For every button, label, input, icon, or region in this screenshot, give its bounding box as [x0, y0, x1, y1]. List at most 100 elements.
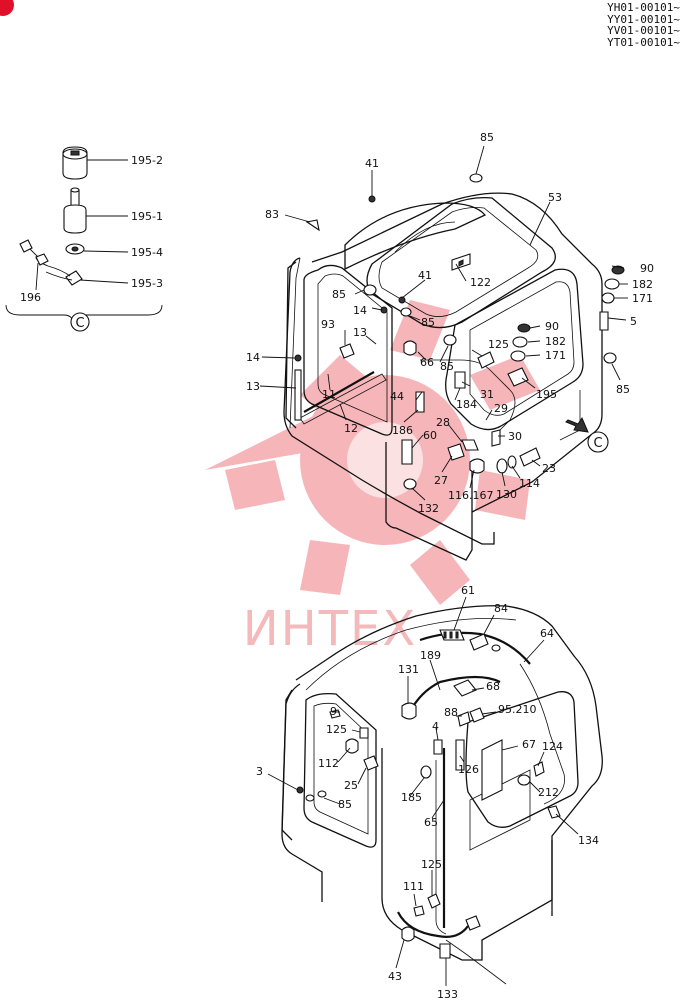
part-28 [461, 439, 479, 451]
label-196: 196 [20, 291, 41, 304]
part-83 [305, 219, 320, 232]
label-85-right: 85 [440, 360, 454, 373]
detail-c-ref-marker [587, 431, 609, 453]
part-85-lower-b [317, 790, 327, 798]
part-31 [454, 371, 466, 389]
part-4 [433, 739, 443, 755]
label-53: 53 [548, 191, 562, 204]
label-13-mid: 13 [353, 326, 367, 339]
part-85-mid [400, 307, 412, 317]
label-126: 126 [458, 763, 479, 776]
label-25: 25 [344, 779, 358, 792]
label-90: 90 [545, 320, 559, 333]
label-122: 122 [470, 276, 491, 289]
label-195-4: 195-4 [131, 246, 163, 259]
part-3 [296, 786, 304, 794]
label-41-top: 41 [365, 157, 379, 170]
part-171 [510, 350, 526, 362]
label-186: 186 [392, 424, 413, 437]
label-111: 111 [403, 880, 424, 893]
detail-c-marker [70, 312, 90, 332]
part-125-low [427, 893, 441, 909]
part-90 [517, 323, 531, 333]
corner-red-mark [0, 0, 14, 16]
part-41-top [368, 195, 376, 203]
label-124: 124 [542, 740, 563, 753]
serial-number-2: YY01-00101~ [607, 12, 680, 26]
label-64: 64 [540, 627, 554, 640]
label-95-210: 95.210 [498, 703, 537, 716]
part-60 [401, 439, 413, 465]
label-11: 11 [322, 388, 336, 401]
label-195-1: 195-1 [131, 210, 163, 223]
part-130 [496, 458, 508, 474]
label-189: 189 [420, 649, 441, 662]
part-195-1 [63, 187, 87, 234]
detail-c-letter: C [75, 316, 84, 331]
label-116-167: 116.167 [448, 489, 494, 502]
part-23 [519, 447, 541, 467]
part-182-right [604, 278, 620, 290]
label-184: 184 [456, 398, 477, 411]
label-43: 43 [388, 970, 402, 983]
part-84 [469, 633, 489, 651]
label-182-right: 182 [632, 278, 653, 291]
serial-number-1: YH01-00101~ [607, 1, 680, 14]
part-182 [512, 336, 528, 348]
label-195: 195 [536, 388, 557, 401]
label-125-low: 125 [421, 858, 442, 871]
label-61: 61 [461, 584, 475, 597]
label-5: 5 [630, 315, 637, 328]
label-134: 134 [578, 834, 599, 847]
label-185: 185 [401, 791, 422, 804]
part-126 [455, 739, 465, 771]
label-182: 182 [545, 335, 566, 348]
label-125-upper: 125 [488, 338, 509, 351]
part-212 [517, 774, 531, 786]
part-132 [403, 478, 417, 490]
part-111 [413, 905, 425, 917]
serial-number-block: YH01-00101~ YY01-00101~ YV01-00101~ YT01… [607, 2, 680, 48]
label-29: 29 [494, 402, 508, 415]
part-85-top [469, 173, 483, 183]
part-66 [403, 340, 417, 356]
label-14-mid: 14 [353, 304, 367, 317]
part-67 [481, 739, 503, 801]
part-25 [363, 755, 379, 771]
label-171-right: 171 [632, 292, 653, 305]
upper-cab-assembly: C [246, 131, 654, 561]
part-14-left [294, 354, 302, 362]
label-84: 84 [494, 602, 508, 615]
label-125-mid: 125 [326, 723, 347, 736]
label-130: 130 [496, 488, 517, 501]
label-132: 132 [418, 502, 439, 515]
label-85-lower: 85 [338, 798, 352, 811]
detail-c-arrow [565, 416, 589, 433]
label-67: 67 [522, 738, 536, 751]
label-60: 60 [423, 429, 437, 442]
label-85-top: 85 [480, 131, 494, 144]
label-13-left: 13 [246, 380, 260, 393]
label-14-left: 14 [246, 351, 260, 364]
label-12: 12 [344, 422, 358, 435]
part-195-2 [62, 146, 88, 180]
label-83: 83 [265, 208, 279, 221]
label-112: 112 [318, 757, 339, 770]
detail-c-group: 195-2 195-1 195-4 195-3 196 C [5, 146, 163, 332]
label-68: 68 [486, 680, 500, 693]
label-85-far: 85 [616, 383, 630, 396]
label-171: 171 [545, 349, 566, 362]
label-4: 4 [432, 720, 439, 733]
label-85-left: 85 [332, 288, 346, 301]
label-114: 114 [519, 477, 540, 490]
label-23: 23 [542, 462, 556, 475]
part-41-mid [398, 296, 406, 304]
part-196 [19, 239, 49, 291]
part-85-far [603, 352, 617, 364]
label-133: 133 [437, 988, 458, 1000]
label-195-2: 195-2 [131, 154, 163, 167]
label-27: 27 [434, 474, 448, 487]
detail-c-ref-letter: C [593, 436, 602, 451]
part-185 [420, 765, 432, 779]
